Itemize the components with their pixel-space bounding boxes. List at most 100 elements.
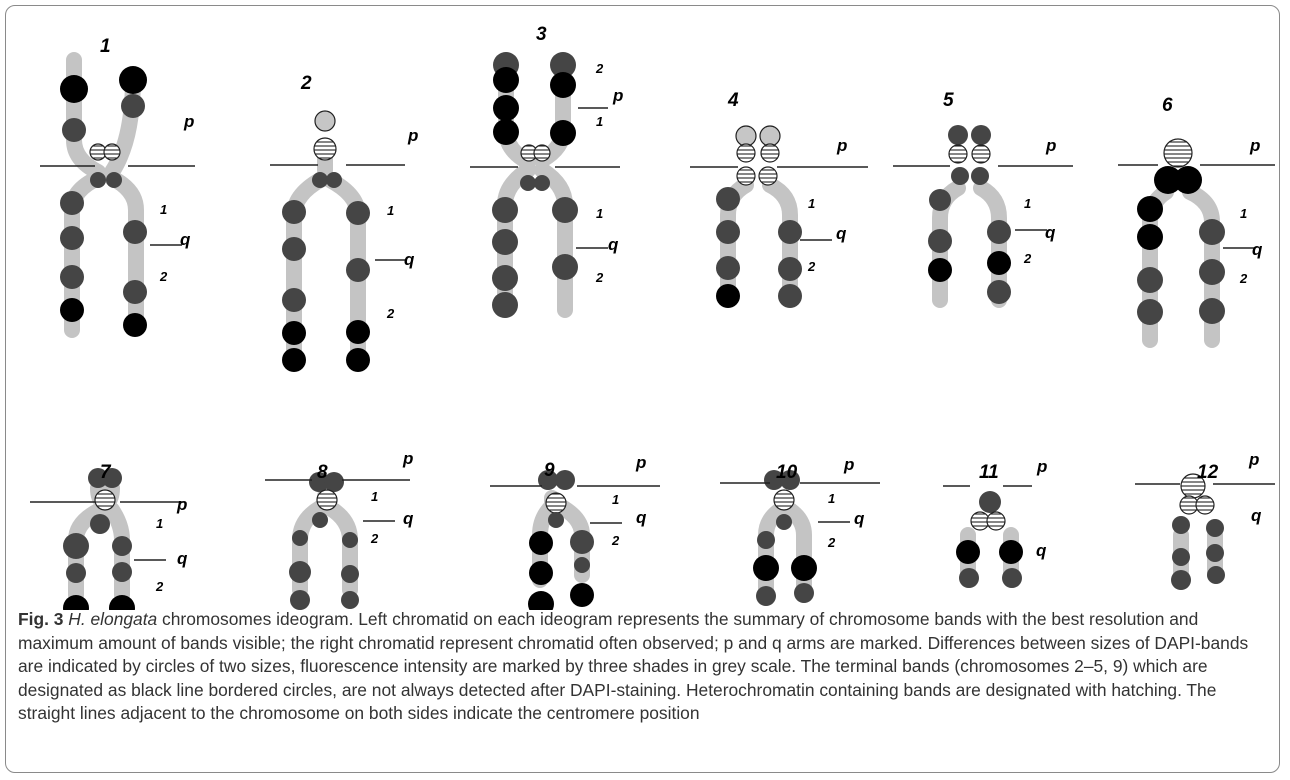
chromosome-band	[492, 197, 518, 223]
chromosome-band	[520, 175, 536, 191]
region-2-label: 2	[1239, 271, 1248, 286]
chromosome-band	[986, 511, 1006, 531]
chromosome-band	[346, 348, 370, 372]
chromosome-band	[63, 595, 89, 610]
chromosome-band	[492, 229, 518, 255]
chromosome-number: 9	[544, 460, 555, 481]
chromatid-arm	[762, 177, 798, 308]
chromosome-band	[1172, 548, 1190, 566]
region-1-label: 1	[828, 491, 835, 506]
p-arm-label: p	[1045, 136, 1056, 155]
chromosome-band	[1137, 299, 1163, 325]
chromosome-band	[574, 557, 590, 573]
chromatid-arm	[782, 502, 812, 598]
chromosome-band	[63, 533, 89, 559]
chromosome-band	[757, 531, 775, 549]
chromosome-band	[971, 125, 991, 145]
p-arm-label: p	[407, 126, 418, 145]
chromosome-band	[794, 583, 814, 603]
chromosome-band	[758, 166, 778, 186]
chromosome-band	[533, 144, 551, 162]
chromosome-band	[309, 472, 329, 492]
chromatid-arm	[534, 162, 573, 318]
chromosome-number: 3	[536, 24, 547, 45]
region-2-label: 2	[595, 61, 604, 76]
chromosome-number: 7	[100, 462, 112, 483]
chromosome-band	[956, 540, 980, 564]
region-1-label: 1	[371, 489, 378, 504]
chromosome-band	[987, 251, 1011, 275]
chromosome-band	[545, 492, 567, 514]
region-2-label: 2	[159, 269, 168, 284]
chromosome-band	[971, 144, 991, 164]
chromosome-band	[951, 167, 969, 185]
chromosome-band	[102, 468, 122, 488]
chromosome-band	[1179, 495, 1199, 515]
chromosome-band	[1137, 196, 1163, 222]
chromosome-band	[282, 288, 306, 312]
region-1-label: 1	[1240, 206, 1247, 221]
chromosome-band	[1195, 495, 1215, 515]
chromosome-band	[88, 468, 108, 488]
chromosome-band	[1206, 519, 1224, 537]
chromosome-band	[959, 568, 979, 588]
chromosome-band	[756, 586, 776, 606]
chromosome-band	[928, 258, 952, 282]
chromosome-band	[492, 265, 518, 291]
region-2-label: 2	[807, 259, 816, 274]
q-arm-label: q	[836, 224, 847, 243]
chromosome-band	[948, 144, 968, 164]
chromosome-band	[552, 197, 578, 223]
chromosome-band	[928, 229, 952, 253]
chromosome-band	[1207, 566, 1225, 584]
q-arm-label: q	[177, 549, 188, 568]
chromosome-band	[534, 175, 550, 191]
chromosome-number: 1	[100, 36, 111, 57]
region-1-label: 1	[808, 196, 815, 211]
chromosome-band	[346, 320, 370, 344]
chromosome-band	[123, 220, 147, 244]
region-1-label: 1	[156, 516, 163, 531]
chromosome-band	[282, 200, 306, 224]
chromosome-band	[1199, 259, 1225, 285]
chromosome-band	[1137, 224, 1163, 250]
chromosome-band	[60, 298, 84, 322]
p-arm-label: p	[612, 86, 623, 105]
chromosome-band	[778, 220, 802, 244]
chromosome-band	[112, 562, 132, 582]
chromosome-band	[1199, 298, 1225, 324]
q-arm-label: q	[1045, 223, 1056, 242]
p-arm-label: p	[635, 453, 646, 472]
chromosome-band	[979, 491, 1001, 513]
chromosome-band	[326, 172, 342, 188]
chromosome-band	[346, 201, 370, 225]
chromosome-band	[970, 511, 990, 531]
region-1-label: 1	[387, 203, 394, 218]
p-arm-label: p	[1248, 450, 1259, 469]
region-1-label: 1	[1024, 196, 1031, 211]
chromosome-band	[735, 125, 757, 147]
chromosome-band	[121, 94, 145, 118]
chromosome-band	[493, 119, 519, 145]
chromosome-band	[60, 75, 88, 103]
chromosome-band	[759, 125, 781, 147]
chromosome-band	[106, 172, 122, 188]
chromosome-band	[528, 591, 554, 610]
q-arm-label: q	[636, 508, 647, 527]
chromosome-band	[1154, 166, 1182, 194]
chromosome-band	[289, 561, 311, 583]
chromosome-band	[282, 321, 306, 345]
chromosome-band	[778, 284, 802, 308]
chromosome-band	[538, 470, 558, 490]
q-arm-label: q	[403, 509, 414, 528]
chromosome-band	[1171, 570, 1191, 590]
figure-frame	[5, 5, 1280, 773]
chromosome-band	[999, 540, 1023, 564]
region-2-label: 2	[595, 270, 604, 285]
species-name: H. elongata	[68, 609, 158, 629]
chromosome-band	[109, 595, 135, 610]
